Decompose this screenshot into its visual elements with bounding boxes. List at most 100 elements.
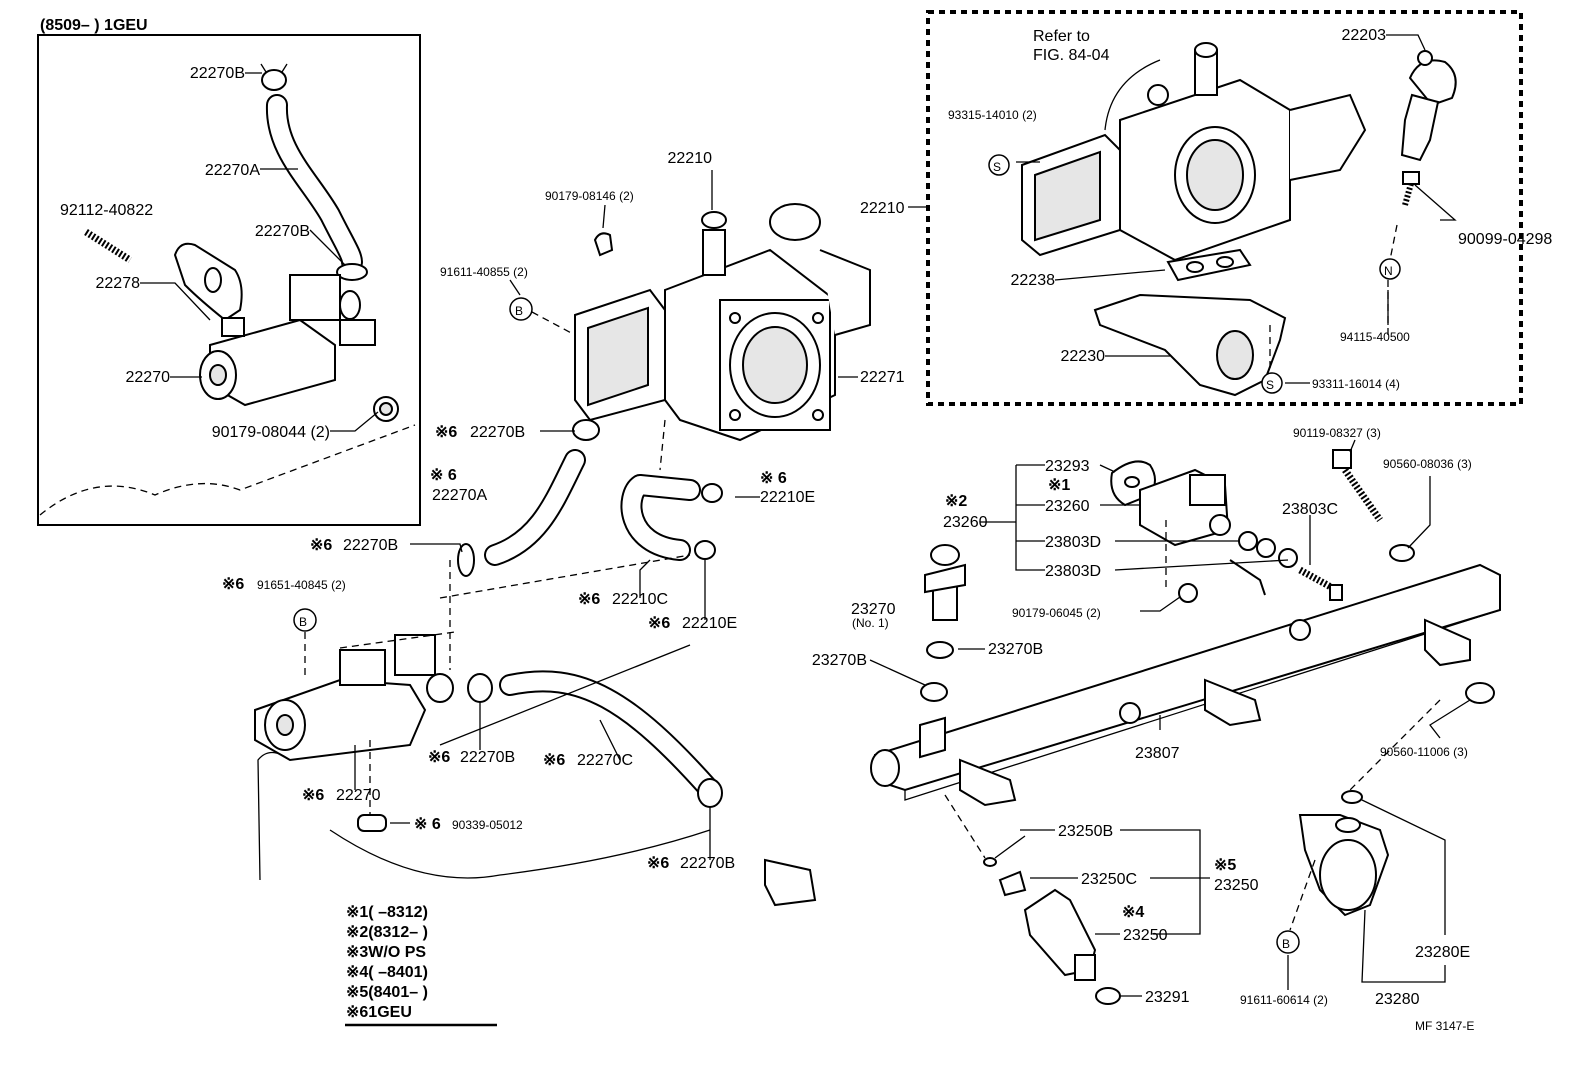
clamp-22210e-b — [694, 540, 716, 560]
label-90560-11006: 90560-11006 (3) — [1380, 745, 1468, 759]
svg-text:B: B — [299, 615, 307, 629]
inset-1geu: (8509– ) 1GEU 22270B — [37, 17, 421, 526]
gasket-23270b-r — [926, 641, 954, 659]
seal-23291 — [1095, 987, 1121, 1005]
refer-text-line1: Refer to — [1033, 28, 1090, 45]
label-90339: 90339-05012 — [452, 818, 523, 832]
label-91611-60614: 91611-60614 (2) — [1240, 993, 1328, 1007]
mark1: ※1 — [1048, 477, 1070, 494]
label-22210-top: 22210 — [668, 150, 713, 167]
bolt-90119 — [1342, 467, 1383, 523]
clamp-22210e-a — [701, 483, 723, 503]
mark6-i: ※6 — [543, 752, 565, 769]
label-23270: 23270 — [851, 601, 896, 618]
label-23250c: 23250C — [1081, 871, 1137, 888]
label-93315: 93315-14010 (2) — [948, 108, 1037, 122]
inset-frame — [37, 34, 421, 526]
svg-text:B: B — [1282, 937, 1290, 951]
label-22270a-main: 22270A — [432, 487, 487, 504]
label-90099: 90099-04298 — [1458, 231, 1552, 248]
svg-text:B: B — [515, 304, 523, 318]
refer-frame — [926, 10, 1523, 406]
clip-90179-08146 — [593, 232, 614, 257]
symbol-b-lower — [293, 608, 317, 632]
label-22230: 22230 — [1061, 348, 1106, 365]
refer-text-line2: FIG. 84-04 — [1033, 47, 1110, 64]
injector-seat-3 — [1424, 618, 1471, 667]
clamp-22270b-b — [457, 543, 475, 577]
clamp-22270b-top — [261, 69, 287, 91]
label-23250-main: 23250 — [1214, 877, 1259, 894]
label-22210e-a: 22210E — [760, 489, 815, 506]
refer-box: Refer to FIG. 84-04 — [926, 10, 1552, 406]
label-22270b-d: 22270B — [680, 855, 735, 872]
mark6-b: ※ 6 — [430, 467, 457, 484]
label-22270b-a: 22270B — [470, 424, 525, 441]
label-22210c: 22210C — [612, 591, 668, 608]
label-22238: 22238 — [1011, 272, 1056, 289]
label-91611-40855: 91611-40855 (2) — [440, 265, 528, 279]
legend-row-3: ※3W/O PS — [346, 944, 426, 961]
label-22270: 22270 — [126, 369, 171, 386]
label-22270b-top: 22270B — [190, 65, 245, 82]
label-23280e: 23280E — [1415, 944, 1470, 961]
label-22278: 22278 — [96, 275, 141, 292]
symbol-s-bottom — [1261, 372, 1283, 394]
nut-90179-06045 — [1178, 583, 1198, 603]
gasket-23270b-l — [920, 682, 948, 702]
label-90179-08044: 90179-08044 (2) — [212, 424, 330, 441]
clamp-22270b-d — [697, 778, 723, 808]
label-22270b-b: 22270B — [343, 537, 398, 554]
mark6-g: ※6 — [648, 615, 670, 632]
label-22270b-c: 22270B — [460, 749, 515, 766]
label-23270b-left: 23270B — [812, 652, 867, 669]
label-22210e-b: 22210E — [682, 615, 737, 632]
insulator-23250c — [998, 870, 1027, 897]
label-22271: 22271 — [860, 369, 905, 386]
legend-row-5: ※5(8401– ) — [346, 984, 428, 1001]
symbol-s-top — [988, 154, 1010, 176]
label-23803d-b: 23803D — [1045, 563, 1101, 580]
injector-seat-1 — [959, 758, 1017, 807]
label-23291: 23291 — [1145, 989, 1190, 1006]
clamp-22270b-mid — [336, 263, 368, 281]
svg-text:N: N — [1384, 264, 1393, 278]
label-23803d-a: 23803D — [1045, 534, 1101, 551]
label-23250-c: 23250 — [1123, 927, 1168, 944]
label-23807: 23807 — [1135, 745, 1180, 762]
label-90179-06045: 90179-06045 (2) — [1012, 606, 1101, 620]
label-22210-left: 22210 — [860, 200, 905, 217]
mark6-a: ※6 — [435, 424, 457, 441]
label-22270b-mid: 22270B — [255, 223, 310, 240]
footer-code: MF 3147-E — [1415, 1019, 1474, 1033]
washer-90560-11006 — [1465, 682, 1495, 704]
label-91651: 91651-40845 (2) — [257, 578, 346, 592]
label-90179-08146: 90179-08146 (2) — [545, 189, 634, 203]
svg-text:S: S — [993, 160, 1001, 174]
legend-row-1: ※1( –8312) — [346, 904, 428, 921]
label-92112: 92112-40822 — [60, 202, 153, 219]
main-throttle: B 22210 90179-08146 (2) 91611-40855 (2) … — [440, 150, 928, 471]
fuel-system: B 23293 ※1 23260 ※2 23260 23803D — [812, 426, 1501, 1008]
symbol-b-fuel — [1276, 930, 1300, 954]
injector-seat-2 — [1204, 678, 1262, 727]
mark6-e: ※6 — [222, 576, 244, 593]
legend-row-2: ※2(8312– ) — [346, 924, 428, 941]
label-22203: 22203 — [1342, 27, 1387, 44]
legend-row-4: ※4( –8401) — [346, 964, 428, 981]
label-23260-a: 23260 — [1045, 498, 1090, 515]
mark6-l: ※6 — [647, 855, 669, 872]
plug-90339 — [357, 814, 387, 832]
mark6-c: ※ 6 — [760, 470, 787, 487]
svg-text:S: S — [1266, 378, 1274, 392]
legend-row-6: ※61GEU — [346, 1004, 412, 1021]
hoses-center: B ※6 22270B ※ 6 22270A ※ 6 22210E ※6 222… — [222, 419, 817, 907]
clamp-22270b-a — [572, 419, 600, 441]
label-23270-no: (No. 1) — [852, 616, 889, 630]
label-23280: 23280 — [1375, 991, 1420, 1008]
label-90119: 90119-08327 (3) — [1293, 426, 1381, 440]
valve-22203 — [1408, 59, 1457, 107]
label-94115: 94115-40500 — [1340, 330, 1410, 344]
washer-90560-08036 — [1389, 544, 1415, 562]
